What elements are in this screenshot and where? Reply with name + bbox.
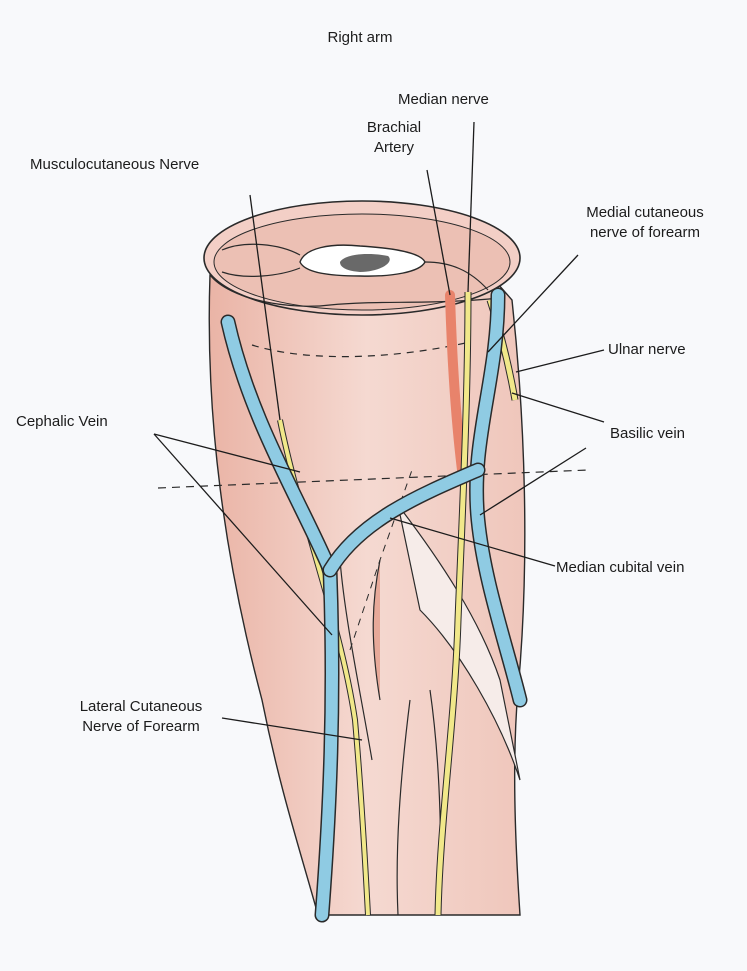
medial-cutaneous-nerve-label: Medial cutaneous nerve of forearm <box>560 203 730 243</box>
ulnar-nerve-label: Ulnar nerve <box>608 340 686 360</box>
cephalic-vein-label: Cephalic Vein <box>16 412 108 432</box>
lateral-cutaneous-nerve-label: Lateral Cutaneous Nerve of Forearm <box>56 697 226 737</box>
lateral-cutaneous-label-line1: Lateral Cutaneous <box>56 697 226 717</box>
brachial-artery-label: Brachial Artery <box>345 118 443 158</box>
figure-title: Right arm <box>290 28 430 48</box>
arm-body <box>209 275 525 915</box>
median-nerve-label: Median nerve <box>398 90 489 110</box>
basilic-vein-label: Basilic vein <box>610 424 685 444</box>
lateral-cutaneous-label-line2: Nerve of Forearm <box>56 717 226 737</box>
medial-cutaneous-label-line2: nerve of forearm <box>560 223 730 243</box>
brachial-artery-label-line1: Brachial <box>345 118 443 138</box>
medial-cutaneous-label-line1: Medial cutaneous <box>560 203 730 223</box>
musculocutaneous-nerve-label: Musculocutaneous Nerve <box>30 155 199 175</box>
median-cubital-vein-label: Median cubital vein <box>556 558 684 578</box>
brachial-artery-label-line2: Artery <box>345 138 443 158</box>
